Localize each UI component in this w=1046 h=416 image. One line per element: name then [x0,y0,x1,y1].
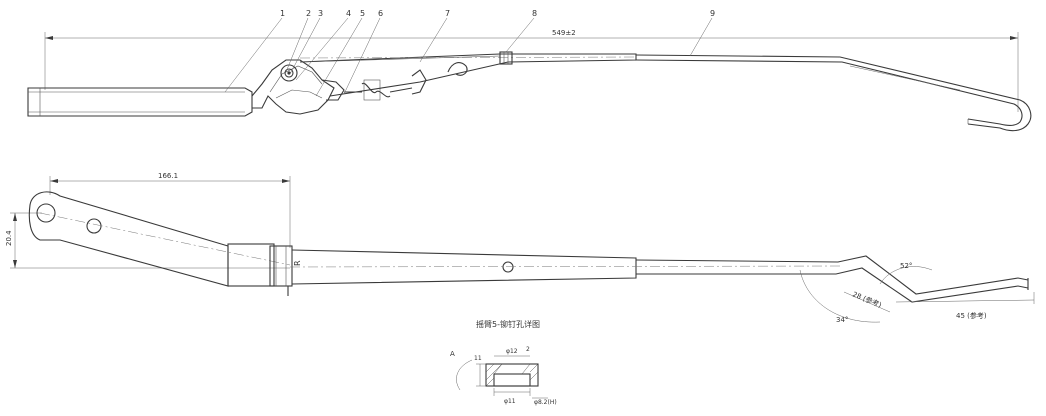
detail-label-phi8: φ8.2(H) [534,399,557,406]
mounting-arm [27,87,253,117]
detail-title: 摇臂5-铆钉孔详图 [476,319,540,329]
callout-3: 3 [318,9,323,18]
side-view: 549±2 [27,9,1032,132]
stamp-r: R [293,260,302,266]
tension-spring [344,62,468,101]
callouts: 1 2 3 4 5 6 7 8 9 [224,9,715,97]
overall-dimension: 549±2 [44,29,1019,112]
length-dimension: 166.1 [49,172,291,248]
angle-label-1: 52° [900,262,912,270]
plan-view: 166.1 20.4 R [5,172,1035,324]
callout-1: 1 [280,9,285,18]
arm-tube [299,51,637,97]
callout-9: 9 [710,9,715,18]
detail-label-angle: A [450,350,455,358]
dim-segment-2: 45 (参考) [956,311,987,320]
detail-label-phi11: φ11 [504,398,516,405]
callout-8: 8 [532,9,537,18]
callout-2: 2 [306,9,311,18]
plan-arm [28,191,291,287]
wiper-rod [635,54,1032,132]
pivot-clamp [251,59,345,115]
detail-label-2: 2 [526,346,530,353]
height-dimension: 20.4 [5,212,290,269]
hinge-block: R [227,243,302,296]
plan-rod [635,255,1029,303]
overall-dimension-label: 549±2 [552,29,576,37]
detail-label-phi12: φ12 [506,348,518,355]
angle-label-2: 34° [836,316,848,324]
dim-segment-1: 28 (参考) [851,290,883,310]
callout-4: 4 [346,9,351,18]
plan-arm-body [289,249,841,285]
callout-6: 6 [378,9,383,18]
length-dimension-label: 166.1 [158,172,178,180]
height-dimension-label: 20.4 [5,230,13,246]
detail-label-depth: 11 [474,355,482,362]
angle-dimensions: 52° 34° 28 (参考) 45 (参考) [799,262,1035,324]
callout-7: 7 [445,9,450,18]
rivet-hole-detail: 摇臂5-铆钉孔详图 A 11 φ12 2 φ11 φ8.2(H) [450,319,557,406]
callout-5: 5 [360,9,365,18]
